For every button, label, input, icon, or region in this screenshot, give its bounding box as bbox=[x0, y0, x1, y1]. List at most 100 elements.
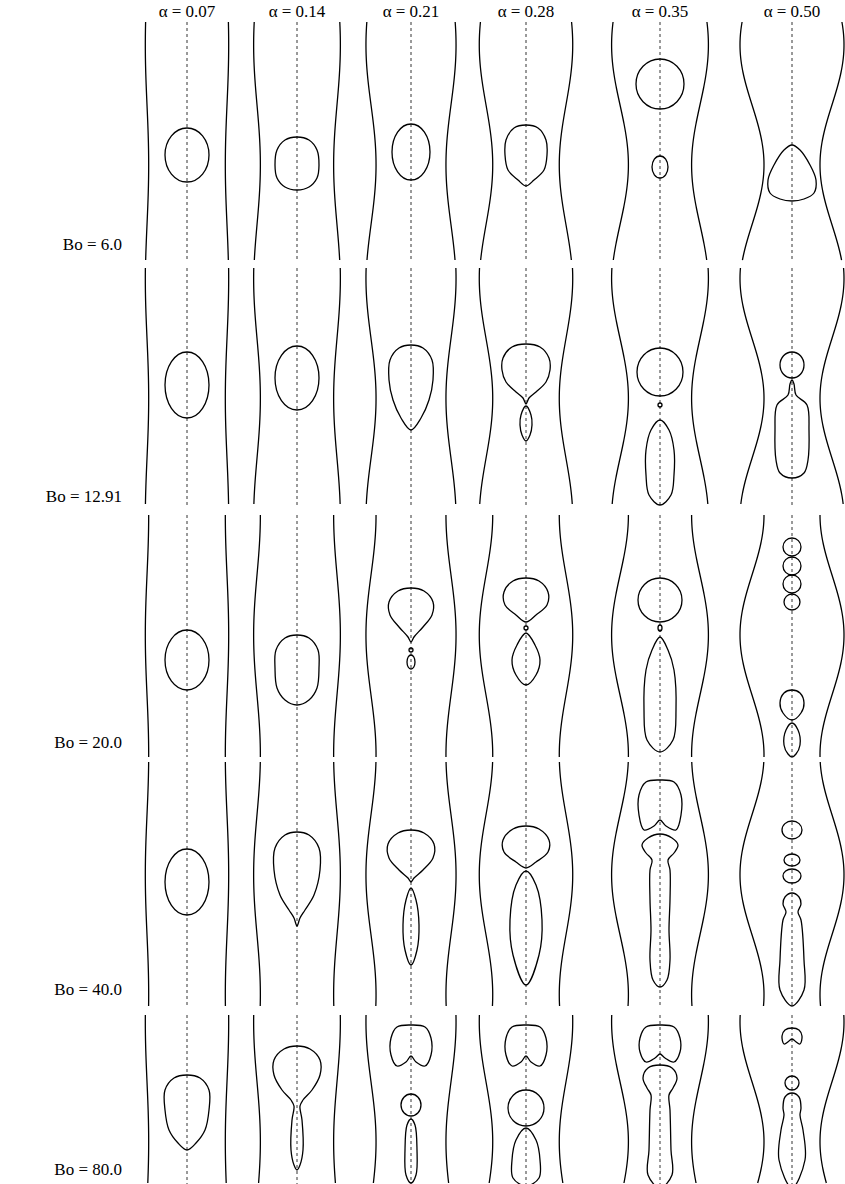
tube-wall bbox=[225, 762, 228, 1006]
tube-panel bbox=[612, 268, 709, 505]
column-label: α = 0.21 bbox=[383, 3, 440, 22]
tube-panel bbox=[740, 1015, 844, 1184]
row-label: Bo = 80.0 bbox=[54, 1161, 122, 1180]
column-label: α = 0.50 bbox=[764, 3, 821, 22]
bubble bbox=[165, 630, 209, 690]
axis-line bbox=[297, 762, 298, 1007]
tube-panel bbox=[145, 22, 228, 260]
bubble bbox=[658, 403, 662, 407]
bubble bbox=[511, 1128, 540, 1184]
tube-wall bbox=[334, 1015, 341, 1183]
tube-panel bbox=[740, 22, 844, 260]
tube-wall bbox=[334, 762, 341, 1006]
axis-line bbox=[297, 515, 298, 757]
tube-wall bbox=[740, 762, 764, 1006]
bubble bbox=[165, 352, 209, 418]
bubble bbox=[389, 345, 434, 430]
axis-line bbox=[660, 762, 661, 1007]
bubble bbox=[407, 655, 415, 669]
axis-line bbox=[187, 515, 188, 757]
axis-line bbox=[792, 762, 793, 1007]
column-label: α = 0.28 bbox=[498, 3, 555, 22]
tube-panel bbox=[254, 515, 341, 757]
tube-panel bbox=[479, 762, 572, 1007]
tube-panel bbox=[740, 268, 844, 505]
tube-panel bbox=[740, 515, 844, 757]
bubble bbox=[502, 344, 551, 404]
tube-wall bbox=[254, 515, 261, 757]
tube-wall bbox=[254, 268, 261, 504]
tube-panel bbox=[612, 22, 709, 260]
axis-line bbox=[411, 268, 412, 505]
tube-wall bbox=[692, 515, 709, 757]
bubble bbox=[642, 834, 678, 987]
axis-line bbox=[411, 22, 412, 260]
axis-line bbox=[526, 22, 527, 260]
bubble bbox=[387, 830, 435, 882]
bubble bbox=[275, 635, 320, 705]
bubble bbox=[388, 588, 433, 642]
tube-wall bbox=[692, 268, 709, 504]
tube-wall bbox=[612, 22, 629, 260]
bubble bbox=[520, 406, 532, 441]
tube-wall bbox=[446, 22, 456, 260]
tube-wall bbox=[366, 515, 376, 757]
tube-wall bbox=[612, 1015, 629, 1183]
tube-wall bbox=[334, 515, 341, 757]
tube-wall bbox=[820, 1015, 844, 1183]
tube-wall bbox=[366, 762, 376, 1006]
bubble bbox=[783, 557, 801, 575]
bubble bbox=[652, 156, 668, 178]
tube-panel bbox=[479, 1015, 572, 1184]
bubble bbox=[639, 1025, 681, 1062]
tube-panel bbox=[366, 762, 456, 1007]
bubble bbox=[275, 346, 319, 410]
tube-panel bbox=[366, 515, 456, 757]
tube-wall bbox=[254, 22, 261, 260]
tube-wall bbox=[145, 1015, 148, 1183]
axis-line bbox=[792, 1015, 793, 1184]
tube-wall bbox=[366, 1015, 376, 1183]
tube-wall bbox=[145, 268, 148, 504]
tube-wall bbox=[479, 22, 492, 260]
tube-wall bbox=[692, 22, 709, 260]
tube-panel bbox=[366, 268, 456, 505]
tube-wall bbox=[479, 1015, 492, 1183]
axis-line bbox=[411, 762, 412, 1007]
tube-wall bbox=[612, 268, 629, 504]
bubble bbox=[505, 1025, 547, 1066]
bubble bbox=[784, 723, 800, 757]
tube-wall bbox=[479, 515, 492, 757]
axis-line bbox=[187, 762, 188, 1007]
tube-wall bbox=[740, 515, 764, 757]
bubble bbox=[524, 626, 528, 630]
row-label: Bo = 12.91 bbox=[46, 488, 122, 507]
bubble bbox=[780, 352, 804, 378]
bubble bbox=[778, 1093, 805, 1184]
bubble bbox=[390, 1025, 432, 1066]
tube-wall bbox=[820, 515, 844, 757]
axis-line bbox=[297, 1015, 298, 1184]
axis-line bbox=[660, 1015, 661, 1184]
tube-wall bbox=[225, 268, 228, 504]
bubble bbox=[273, 1046, 321, 1170]
tube-wall bbox=[334, 268, 341, 504]
tube-panel bbox=[254, 22, 341, 260]
tube-wall bbox=[366, 268, 376, 504]
bubble bbox=[165, 128, 209, 182]
tube-wall bbox=[254, 762, 261, 1006]
axis-line bbox=[526, 1015, 527, 1184]
bubble bbox=[503, 578, 548, 622]
tube-wall bbox=[446, 515, 456, 757]
tube-wall bbox=[559, 515, 572, 757]
bubble bbox=[783, 575, 801, 593]
bubble bbox=[638, 578, 682, 622]
tube-panel bbox=[612, 762, 709, 1007]
bubble bbox=[275, 137, 319, 190]
bubble bbox=[273, 832, 320, 926]
tube-panel bbox=[254, 268, 341, 505]
tube-wall bbox=[446, 1015, 456, 1183]
tube-wall bbox=[559, 22, 572, 260]
bubble bbox=[780, 690, 804, 720]
